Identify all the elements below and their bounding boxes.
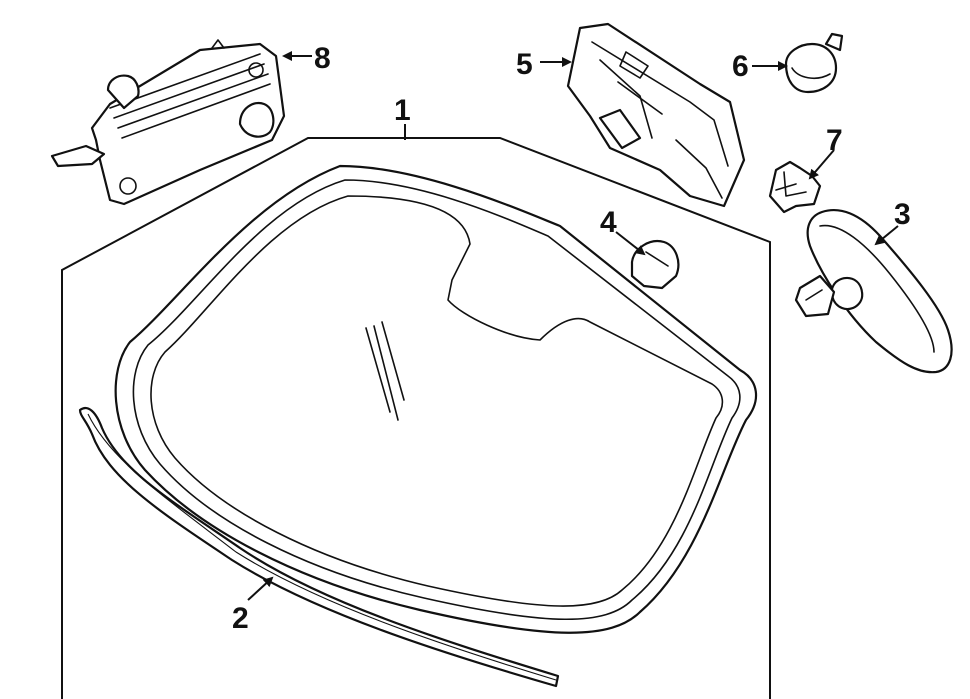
- rain-sensor[interactable]: [784, 32, 844, 94]
- mounting-clip[interactable]: [768, 160, 822, 214]
- callout-8: 8: [314, 42, 331, 75]
- leader-2: [247, 576, 274, 601]
- callout-2: 2: [232, 602, 249, 635]
- callout-4: 4: [600, 206, 617, 239]
- leader-4: [615, 231, 646, 256]
- callout-1: 1: [394, 94, 411, 127]
- callout-3: 3: [894, 198, 911, 231]
- callout-6: 6: [732, 50, 749, 83]
- camera-module[interactable]: [50, 39, 286, 206]
- windshield-glass[interactable]: [114, 164, 758, 634]
- callout-5: 5: [516, 48, 533, 81]
- leader-3: [874, 225, 899, 246]
- sensor-cover[interactable]: [630, 240, 680, 290]
- windshield-molding[interactable]: [78, 406, 560, 688]
- sensor-bracket[interactable]: [566, 22, 746, 208]
- rear-view-mirror[interactable]: [794, 208, 953, 374]
- callout-7: 7: [826, 124, 843, 157]
- leader-lines: [247, 51, 899, 601]
- callout-labels: 1 2 3 4 5 6 7 8: [232, 42, 911, 635]
- leader-7: [808, 149, 835, 180]
